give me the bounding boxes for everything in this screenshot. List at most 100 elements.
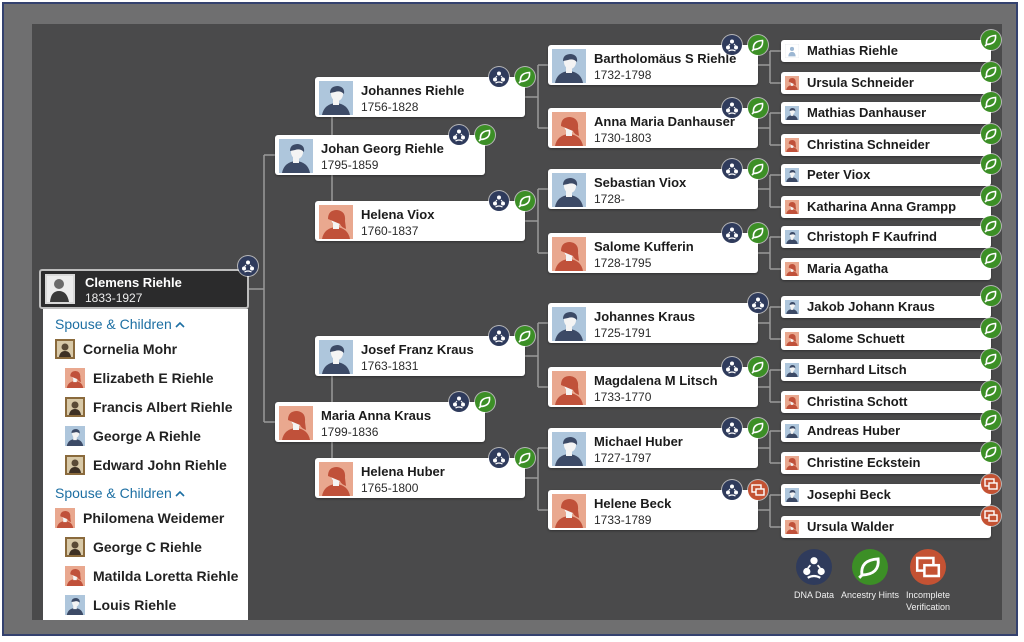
ancestry-hint-icon[interactable] [981, 381, 1001, 401]
dna-data-icon[interactable] [489, 191, 509, 211]
ancestor-card-4-5[interactable]: Katharina Anna Grampp [781, 196, 991, 218]
ancestor-card-4-10[interactable]: Bernhard Litsch [781, 359, 991, 381]
ancestry-hint-icon[interactable] [981, 92, 1001, 112]
ancestor-card-4-13[interactable]: Christine Eckstein [781, 452, 991, 474]
legend-label: Incomplete Verification [905, 590, 951, 612]
ancestry-hint-icon[interactable] [981, 248, 1001, 268]
dna-data-icon[interactable] [722, 480, 742, 500]
child-row[interactable]: Francis Albert Riehle [65, 397, 243, 419]
incomplete-verification-icon[interactable] [981, 474, 1001, 494]
ancestor-card-4-2[interactable]: Mathias Danhauser [781, 102, 991, 124]
male-portrait-icon [785, 106, 799, 120]
ancestor-lifespan: 1763-1831 [361, 359, 419, 373]
ancestor-card-4-1[interactable]: Ursula Schneider [781, 72, 991, 94]
ancestry-hint-icon[interactable] [748, 35, 768, 55]
female-portrait-icon [55, 508, 75, 528]
root-person-card[interactable]: Clemens Riehle 1833-1927 [39, 269, 249, 309]
ancestry-hint-icon[interactable] [515, 191, 535, 211]
incomplete-verification-icon[interactable] [981, 506, 1001, 526]
dna-data-icon[interactable] [722, 223, 742, 243]
ancestry-hint-icon[interactable] [981, 318, 1001, 338]
ancestry-hint-icon[interactable] [981, 286, 1001, 306]
ancestor-name: Bartholomäus S Riehle [594, 51, 737, 66]
male-portrait-icon [279, 139, 313, 173]
male-portrait-icon [785, 300, 799, 314]
dna-data-icon[interactable] [449, 125, 469, 145]
dna-data-icon [796, 549, 832, 585]
incomplete-verification-icon[interactable] [748, 480, 768, 500]
ancestor-card-4-15[interactable]: Ursula Walder [781, 516, 991, 538]
dna-data-icon[interactable] [748, 293, 768, 313]
child-row[interactable]: Louis Riehle [65, 595, 243, 617]
ancestry-hint-icon[interactable] [515, 326, 535, 346]
ancestry-hint-icon[interactable] [515, 67, 535, 87]
ancestry-hint-icon[interactable] [981, 62, 1001, 82]
child-row[interactable]: Matilda Loretta Riehle [65, 566, 243, 588]
ancestor-card-4-12[interactable]: Andreas Huber [781, 420, 991, 442]
male-portrait-icon [319, 81, 353, 115]
ancestor-card-4-8[interactable]: Jakob Johann Kraus [781, 296, 991, 318]
spouse-children-toggle[interactable]: Spouse & Children [55, 485, 186, 501]
ancestor-card-4-9[interactable]: Salome Schuett [781, 328, 991, 350]
ancestry-hint-icon[interactable] [748, 98, 768, 118]
ancestry-hint-icon[interactable] [981, 154, 1001, 174]
ancestor-card-4-7[interactable]: Maria Agatha [781, 258, 991, 280]
child-row[interactable]: George A Riehle [65, 426, 243, 448]
ancestry-hint-icon[interactable] [475, 392, 495, 412]
ancestor-card-4-11[interactable]: Christina Schott [781, 391, 991, 413]
dna-data-icon[interactable] [489, 326, 509, 346]
spouse-row[interactable]: Cornelia Mohr [55, 339, 243, 361]
ancestry-hint-icon[interactable] [748, 418, 768, 438]
dna-data-icon[interactable] [722, 418, 742, 438]
child-row[interactable]: George C Riehle [65, 537, 243, 559]
spouse-row[interactable]: Philomena Weidemer [55, 508, 243, 530]
child-row[interactable]: Edward John Riehle [65, 455, 243, 477]
ancestry-hint-icon[interactable] [981, 442, 1001, 462]
ancestry-hint-icon[interactable] [515, 448, 535, 468]
ancestor-card-4-3[interactable]: Christina Schneider [781, 134, 991, 156]
ancestor-name: Magdalena M Litsch [594, 373, 718, 388]
dna-data-icon[interactable] [489, 448, 509, 468]
ancestry-hint-icon[interactable] [981, 124, 1001, 144]
ancestor-card-4-4[interactable]: Peter Viox [781, 164, 991, 186]
ancestry-hint-icon[interactable] [981, 186, 1001, 206]
ancestry-hint-icon[interactable] [748, 223, 768, 243]
family-member-name: George A Riehle [93, 428, 201, 444]
dna-data-icon[interactable] [722, 159, 742, 179]
ancestry-hint-icon[interactable] [981, 30, 1001, 50]
dna-data-icon[interactable] [238, 256, 258, 276]
dna-data-icon[interactable] [722, 357, 742, 377]
ancestry-hint-icon[interactable] [981, 410, 1001, 430]
dna-data-icon[interactable] [489, 67, 509, 87]
female-portrait-icon [65, 566, 85, 586]
spouse-children-heading: Spouse & Children [55, 485, 172, 501]
dna-data-icon[interactable] [449, 392, 469, 412]
dna-data-icon[interactable] [722, 98, 742, 118]
ancestor-name: Peter Viox [807, 167, 871, 182]
ancestry-hint-icon[interactable] [475, 125, 495, 145]
ancestry-hint-icon[interactable] [981, 349, 1001, 369]
ancestry-hint-icon[interactable] [748, 159, 768, 179]
spouse-children-toggle[interactable]: Spouse & Children [55, 316, 186, 332]
ancestry-hint-icon[interactable] [981, 216, 1001, 236]
ancestor-card-4-0[interactable]: Mathias Riehle [781, 40, 991, 62]
ancestor-card-4-14[interactable]: Josephi Beck [781, 484, 991, 506]
ancestry-hint-icon[interactable] [748, 357, 768, 377]
ancestor-card-4-6[interactable]: Christoph F Kaufrind [781, 226, 991, 248]
child-row[interactable]: Elizabeth E Riehle [65, 368, 243, 390]
dna-data-icon[interactable] [722, 35, 742, 55]
